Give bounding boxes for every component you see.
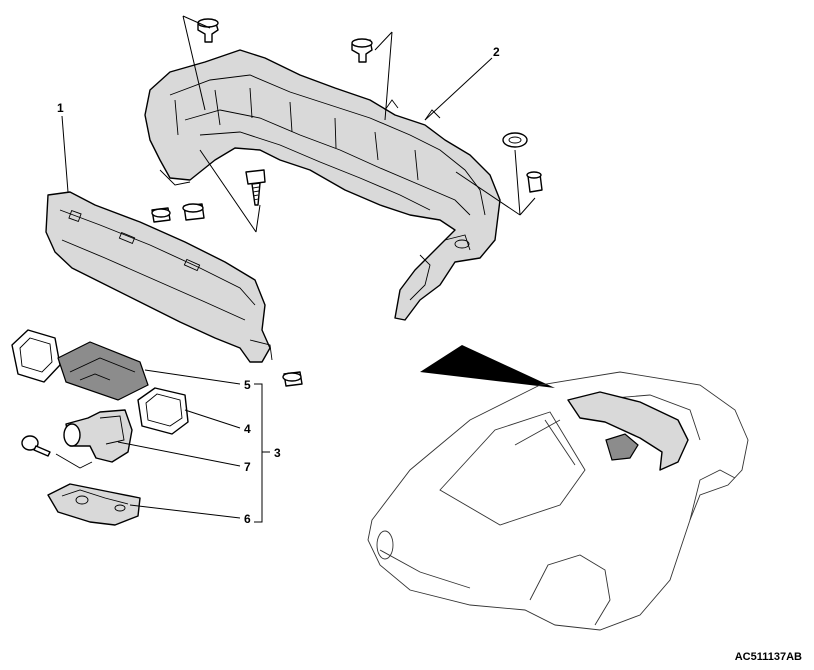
callout-5: 5 — [244, 378, 251, 392]
callout-7: 7 — [244, 460, 251, 474]
clip-top-center — [351, 38, 373, 63]
screw-left — [21, 435, 51, 457]
gasket-4-right — [137, 387, 189, 435]
gasket-4-left — [11, 329, 61, 383]
rear-tray-panel — [144, 49, 501, 321]
grommet-right — [502, 132, 528, 148]
motor-housing-5 — [57, 341, 149, 401]
callout-6: 6 — [244, 512, 251, 526]
figure-code: AC511137AB — [735, 651, 802, 663]
actuator-7 — [55, 409, 133, 469]
clip-bottom — [282, 371, 303, 387]
callout-leaders — [61, 57, 493, 523]
fastener-leaders — [182, 15, 536, 233]
clip-left-b — [182, 203, 205, 221]
direction-arrow — [420, 345, 555, 388]
callout-2: 2 — [493, 45, 500, 59]
bolt-center — [245, 169, 266, 206]
base-bracket-6 — [47, 483, 141, 526]
clip-top-left — [197, 18, 219, 43]
callout-4: 4 — [244, 422, 251, 436]
clip-left-a — [151, 207, 171, 223]
callout-3: 3 — [274, 446, 281, 460]
callout-1: 1 — [57, 101, 64, 115]
cross-panel — [45, 191, 273, 363]
car-outline — [367, 371, 749, 631]
plug-right — [526, 171, 543, 193]
